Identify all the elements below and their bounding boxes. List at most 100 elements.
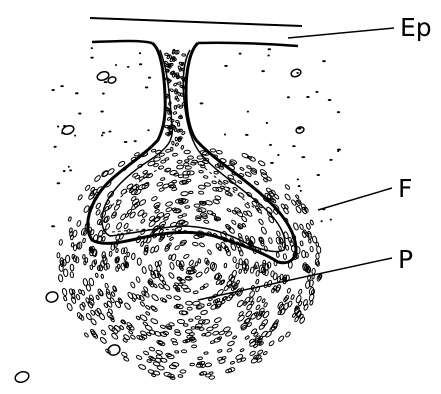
cell-mark: [239, 269, 242, 274]
cell-mark: [176, 304, 180, 307]
cell-mark: [195, 316, 201, 320]
cell-mark: [201, 165, 206, 168]
cell-mark: [177, 276, 183, 281]
cell-mark: [194, 204, 200, 208]
cell-mark: [174, 106, 176, 110]
cell-mark: [169, 237, 174, 241]
dermis-dot: [75, 92, 79, 94]
dermis-dot: [298, 185, 301, 187]
dermis-dot: [124, 141, 128, 143]
cell-mark: [90, 330, 97, 337]
dermis-dot: [90, 57, 93, 59]
cell-mark: [136, 276, 141, 283]
cell-mark: [178, 66, 181, 70]
dermis-dot: [145, 86, 148, 88]
cell-mark: [185, 330, 192, 334]
cell-mark: [105, 223, 110, 230]
dermis-dot: [200, 102, 204, 104]
dermis-dot: [69, 169, 72, 171]
cell-mark: [185, 206, 190, 209]
cell-mark: [131, 253, 135, 260]
cell-mark: [230, 361, 235, 365]
label-follicle: F: [398, 174, 412, 203]
cell-mark: [197, 156, 203, 159]
cell-mark: [145, 311, 150, 316]
cell-mark: [177, 81, 181, 84]
cell-mark: [217, 357, 223, 361]
cell-mark: [295, 126, 305, 134]
cell-mark: [57, 253, 60, 258]
cell-mark: [198, 191, 204, 194]
cell-mark: [158, 283, 164, 289]
cell-mark: [105, 283, 109, 289]
dermis-dot: [267, 55, 269, 57]
leader-line-p: [198, 258, 392, 300]
cell-mark: [138, 199, 146, 207]
cell-mark: [62, 288, 68, 296]
cell-mark: [116, 222, 123, 230]
cell-mark: [195, 261, 199, 266]
cell-mark: [59, 239, 63, 245]
cell-mark: [212, 324, 219, 329]
cell-mark: [100, 329, 106, 335]
cell-mark: [176, 165, 183, 170]
cell-mark: [202, 283, 209, 289]
cell-mark: [176, 260, 180, 266]
cell-mark: [185, 166, 191, 169]
cell-mark: [116, 248, 119, 252]
cell-mark: [196, 363, 203, 367]
cell-mark: [268, 237, 273, 244]
cell-mark: [102, 236, 106, 241]
cell-mark: [209, 375, 215, 379]
cell-mark: [217, 349, 222, 353]
cell-mark: [187, 307, 192, 310]
cell-mark: [186, 277, 191, 280]
cell-mark: [101, 274, 104, 278]
dermis-dot: [321, 220, 323, 222]
cell-mark: [99, 336, 107, 344]
cell-mark: [268, 190, 275, 197]
cell-mark: [249, 338, 255, 343]
cell-mark: [183, 171, 191, 176]
cell-mark: [308, 239, 311, 243]
cell-mark: [151, 196, 158, 202]
cell-mark: [177, 105, 181, 108]
cell-mark: [76, 294, 81, 300]
cell-mark: [227, 348, 233, 352]
cell-mark: [220, 186, 225, 190]
dermis-dot: [245, 134, 249, 136]
cell-mark: [63, 269, 68, 277]
cell-mark: [128, 330, 133, 334]
cell-mark: [236, 299, 244, 307]
cell-mark: [284, 193, 291, 201]
cell-mark: [214, 171, 219, 174]
cell-mark: [175, 332, 181, 336]
cell-mark: [168, 272, 175, 279]
cell-mark: [138, 364, 146, 370]
cell-mark: [238, 233, 243, 239]
cell-mark: [158, 260, 161, 265]
follicle-outline: [88, 43, 296, 263]
cell-mark: [140, 218, 145, 223]
cell-mark: [175, 142, 179, 146]
cell-mark: [257, 349, 263, 355]
cell-mark: [236, 263, 239, 268]
cell-mark: [148, 265, 152, 271]
cell-mark: [223, 180, 228, 184]
cell-mark: [145, 324, 153, 331]
cell-mark: [260, 226, 267, 234]
cell-mark: [309, 280, 314, 287]
cell-mark: [171, 141, 174, 145]
cell-mark: [316, 246, 321, 254]
cell-mark: [77, 194, 83, 200]
cell-mark: [227, 340, 235, 346]
cell-mark: [231, 220, 237, 226]
dermis-dot: [292, 145, 295, 147]
cell-mark: [303, 303, 309, 310]
cell-mark: [145, 305, 150, 310]
cell-mark: [283, 254, 287, 260]
dermis-dot: [134, 140, 137, 142]
leader-line-ep: [288, 28, 394, 38]
cell-mark: [198, 319, 205, 324]
cell-mark: [97, 289, 103, 297]
